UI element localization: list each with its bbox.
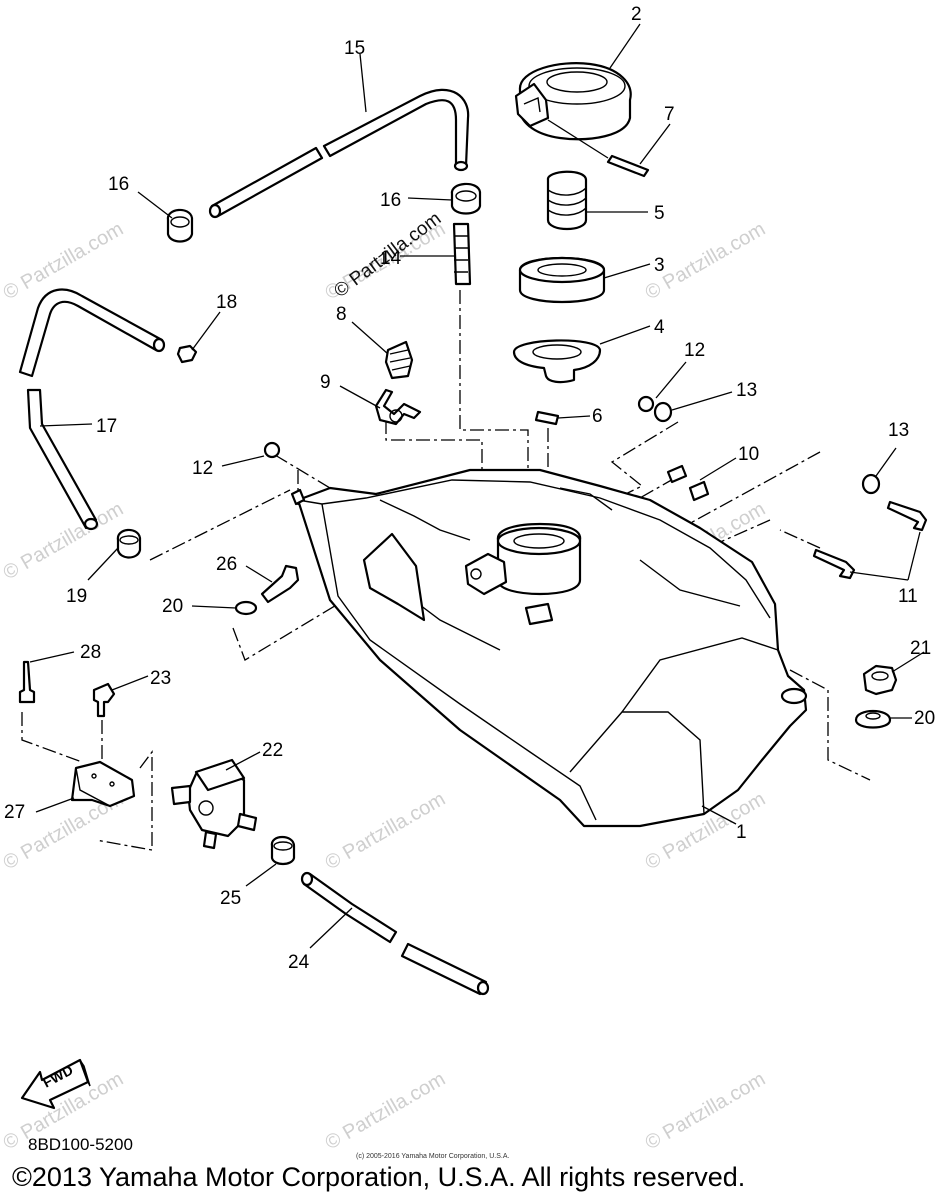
callout-11: 11 [898,586,918,607]
fuel-tank[interactable] [290,468,808,828]
screw-28[interactable] [18,660,36,704]
callout-28: 28 [80,642,101,663]
callout-4: 4 [654,317,665,338]
fuel-hose[interactable] [300,871,490,996]
callout-26: 26 [216,554,237,575]
callout-13: 13 [888,420,909,441]
callout-12: 12 [192,458,213,479]
clip-12b[interactable] [263,441,281,459]
callout-16: 16 [108,174,129,195]
watermark: © Partzilla.com [642,1068,770,1154]
callout-12: 12 [684,340,705,361]
key[interactable] [534,410,560,426]
clamp-16b[interactable] [450,182,482,215]
callout-6: 6 [592,406,603,427]
callout-18: 18 [216,292,237,313]
spring[interactable] [546,170,588,231]
fitting[interactable] [452,222,472,286]
bolt-26[interactable] [260,564,300,604]
callout-7: 7 [664,104,675,125]
small-copyright: (c) 2005-2016 Yamaha Motor Corporation, … [356,1153,509,1160]
washer-20b[interactable] [854,709,892,729]
washer-20a[interactable] [234,600,258,616]
callout-2: 2 [631,4,642,25]
callout-9: 9 [320,372,331,393]
bolt-11a[interactable] [886,500,928,532]
callout-19: 19 [66,586,87,607]
callout-25: 25 [220,888,241,909]
clamp-16a[interactable] [166,208,194,243]
washer-13b[interactable] [861,473,881,495]
fuel-cock[interactable] [170,758,258,850]
callouts: 2 7 5 3 4 6 12 13 10 13 11 12 15 16 16 1… [4,4,935,973]
callout-23: 23 [150,668,171,689]
copyright-notice: ©2013 Yamaha Motor Corporation, U.S.A. A… [12,1162,745,1192]
leader-lines [29,23,925,949]
bracket-27[interactable] [70,760,136,808]
cap-8[interactable] [384,340,414,380]
gasket[interactable] [512,339,602,384]
pin[interactable] [547,119,650,178]
filler-cap[interactable] [514,62,632,141]
watermark: © Partzilla.com [322,788,450,874]
watermark: © Partzilla.com [0,498,127,584]
washer-13a[interactable] [653,401,673,423]
clip-12a[interactable] [637,395,655,413]
callout-22: 22 [262,740,283,761]
vent-hose[interactable] [208,88,470,219]
bolt-11b[interactable] [812,548,856,580]
clip-18[interactable] [176,344,198,364]
clamp-25[interactable] [270,835,296,866]
callout-16: 16 [380,190,401,211]
callout-8: 8 [336,304,347,325]
callout-27: 27 [4,802,25,823]
callout-15: 15 [344,38,365,59]
callout-10: 10 [738,444,759,465]
clamp-19[interactable] [116,528,142,559]
callout-3: 3 [654,255,665,276]
bent-hose[interactable] [18,288,166,531]
callout-20: 20 [162,596,183,617]
nut-21[interactable] [862,664,898,696]
seal-ring[interactable] [518,256,606,304]
bolt-23[interactable] [92,682,116,718]
diagram-code: 8BD100-5200 [28,1135,133,1154]
grommet-10[interactable] [666,464,710,502]
callout-1: 1 [736,822,747,843]
callout-14: 14 [380,248,402,269]
callout-20: 20 [914,708,935,729]
callout-17: 17 [96,416,117,437]
spring-clip[interactable] [374,388,422,426]
callout-13: 13 [736,380,757,401]
watermark: © Partzilla.com [322,1068,450,1154]
callout-24: 24 [288,952,310,973]
callout-5: 5 [654,203,665,224]
callout-21: 21 [910,638,931,659]
